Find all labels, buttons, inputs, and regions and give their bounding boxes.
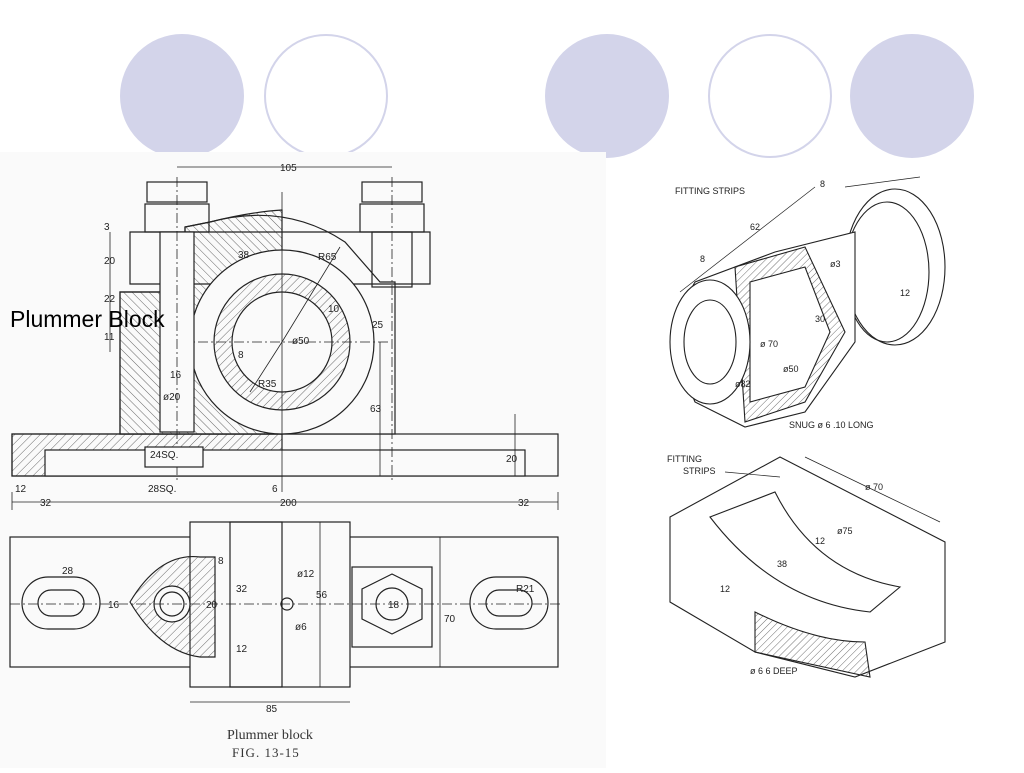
iso-dim-50: ø50 [783,364,799,374]
dim-24sq: 24SQ. [150,450,178,461]
iso-dim-b38: 38 [777,559,787,569]
base-recess [44,449,526,477]
figure-caption-title: Plummer block [227,728,313,743]
label-fitting-strips-top: FITTING STRIPS [675,186,745,196]
plan-cap-inner [229,521,283,688]
dim-105: 105 [280,163,297,174]
orthographic-svg: 105 200 32 32 12 28SQ. 24SQ. ø20 16 R65 … [9,163,560,715]
plan-dim-28: 28 [62,566,74,577]
plan-cap [189,521,351,688]
dim-11: 11 [104,332,115,343]
plan-dim-8: 8 [218,556,224,567]
dim-200: 200 [280,498,297,509]
dim-6: 6 [272,484,278,495]
dim-10: 10 [328,304,340,315]
bush-end-face [669,279,751,405]
iso-dim-b70: ø 70 [865,482,883,492]
dim-32-left: 32 [40,498,52,509]
plan-dim-16: 16 [108,600,120,611]
bush-bore [749,266,831,403]
iso-dim-3: ø3 [830,259,841,269]
label-snug: SNUG ø 6 .10 LONG [789,420,874,430]
iso-dim-b12a: 12 [815,536,825,546]
isometric-svg: FITTING STRIPS FITTING STRIPS SNUG ø 6 .… [667,176,946,678]
label-deep: ø 6 6 DEEP [750,666,798,676]
dim-r35: R35 [258,379,277,390]
iso-dim-b12b: 12 [720,584,730,594]
decor-circle-outline-1 [264,34,388,158]
plan-dim-20: 20 [206,600,218,611]
iso-dim-70: ø 70 [760,339,778,349]
dim-32-right: 32 [518,498,530,509]
dim-20-left: 20 [104,256,116,267]
iso-dim-62: 62 [750,222,760,232]
plan-dim-12: 12 [236,644,248,655]
iso-dim-82: ø82 [735,379,751,389]
plan-dim-32: 32 [236,584,248,595]
plan-slot-right-in [485,589,533,617]
decor-circle-outline-2 [708,34,832,158]
dim-16: 16 [170,370,182,381]
plan-slot-left-in [37,589,85,617]
dim-28sq: 28SQ. [148,484,176,495]
decor-circle-filled-3 [850,34,974,158]
plan-slot-right [469,576,549,630]
iso-dim-12: 12 [900,288,910,298]
dim-dia50: ø50 [292,336,310,347]
dim-12: 12 [15,484,27,495]
iso-dim-8a: 8 [700,254,705,264]
plan-dim-dia6: ø6 [295,622,307,633]
decor-circle-filled-1 [120,34,244,158]
cap-outline [129,231,431,285]
iso-dim-b75: ø75 [837,526,853,536]
bush-end-bore [683,299,737,385]
bolt-left-foot [144,446,204,468]
block-front-section [754,611,871,678]
decor-circle-filled-2 [545,34,669,158]
slide-title: Plummer Block [10,306,165,332]
dim-63: 63 [370,404,382,415]
plan-dim-r21: R21 [516,584,535,595]
plan-dim-85: 85 [266,704,278,715]
dim-20-right: 20 [506,454,518,465]
label-fitting-strips-bottom-1: FITTING [667,454,702,464]
bush-flange [844,188,946,346]
plan-dim-56: 56 [316,590,328,601]
dim-3: 3 [104,222,110,233]
dim-8: 8 [238,350,244,361]
label-fitting-strips-bottom-2: STRIPS [683,466,716,476]
dim-22: 22 [104,294,116,305]
isometric-drawings: FITTING STRIPS FITTING STRIPS SNUG ø 6 .… [655,172,955,682]
plan-dim-70: 70 [444,614,456,625]
plan-slot-left [21,576,101,630]
plan-dim-18: 18 [388,600,400,611]
figure-caption-number: FIG. 13-15 [232,745,300,760]
dim-r65: R65 [318,252,337,263]
block-saddle [709,491,902,613]
dim-dia20: ø20 [163,392,181,403]
orthographic-drawing: 105 200 32 32 12 28SQ. 24SQ. ø20 16 R65 … [0,152,606,768]
iso-dim-8b: 8 [820,179,825,189]
dim-38: 38 [238,250,250,261]
iso-dim-30: 30 [815,314,825,324]
dim-25: 25 [372,320,384,331]
plan-dim-dia12: ø12 [297,569,315,580]
